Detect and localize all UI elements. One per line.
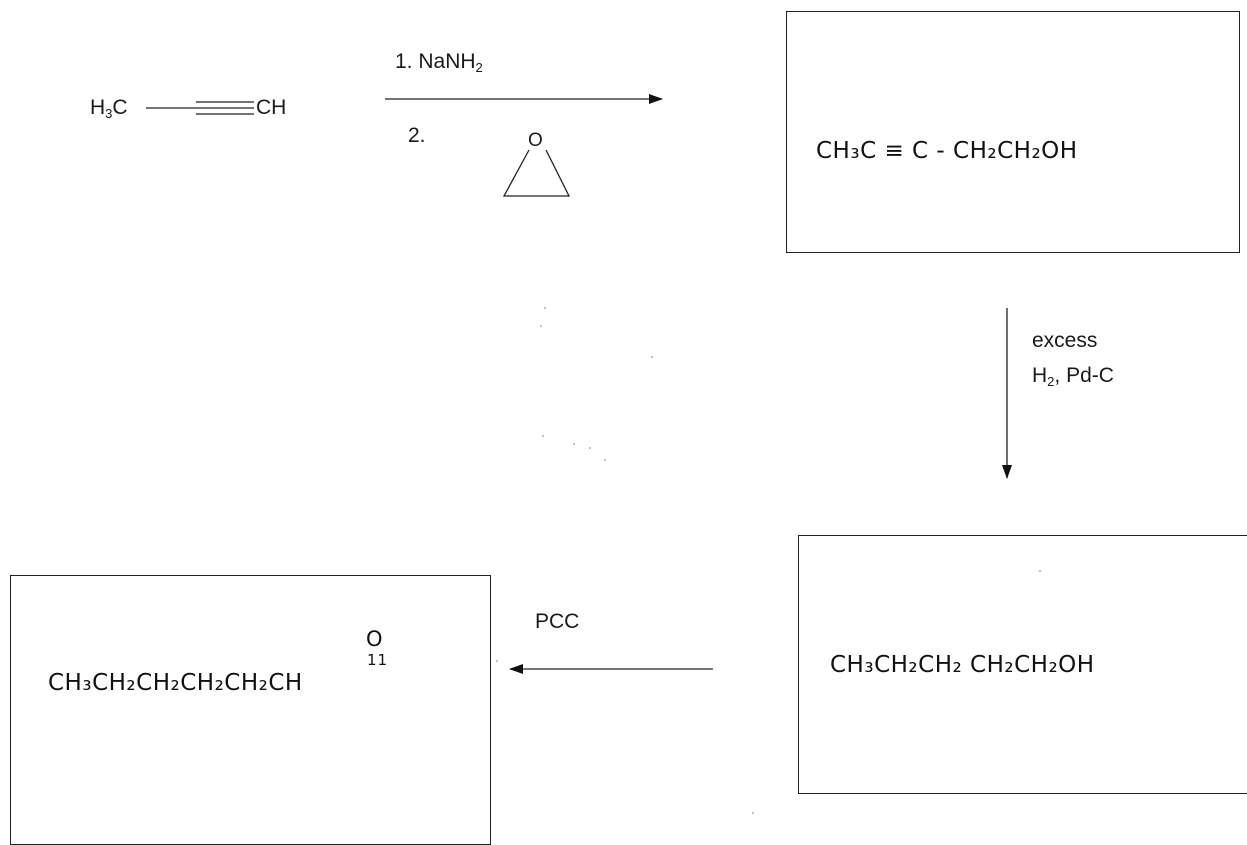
product1-box bbox=[786, 11, 1240, 253]
reagent-step2-line1: excess bbox=[1032, 329, 1098, 352]
alkyne-bond bbox=[146, 101, 254, 115]
product1-formula: CH₃C ≡ C - CH₂CH₂OH bbox=[816, 138, 1078, 164]
epoxide-oxygen: O bbox=[528, 130, 543, 151]
reagent-step1-line2: 2. bbox=[408, 124, 426, 147]
product2-box bbox=[798, 535, 1247, 794]
reagent-step1-line1: 1. NaNH2 bbox=[395, 50, 483, 76]
product3-double-bond: 11 bbox=[367, 651, 389, 669]
product3-box bbox=[10, 575, 491, 845]
product2-formula: CH₃CH₂CH₂ CH₂CH₂OH bbox=[830, 652, 1095, 678]
reagent-step2-line2: H2, Pd-C bbox=[1032, 364, 1114, 390]
product3-formula: CH₃CH₂CH₂CH₂CH₂CH bbox=[48, 670, 303, 696]
starting-material-left: H3C bbox=[90, 96, 128, 122]
starting-material-right: CH bbox=[256, 96, 287, 119]
scan-specks bbox=[496, 307, 1041, 814]
product3-carbonyl-oxygen: O bbox=[366, 627, 384, 651]
reagent-step3: PCC bbox=[535, 610, 580, 633]
epoxide-ring bbox=[502, 149, 571, 197]
